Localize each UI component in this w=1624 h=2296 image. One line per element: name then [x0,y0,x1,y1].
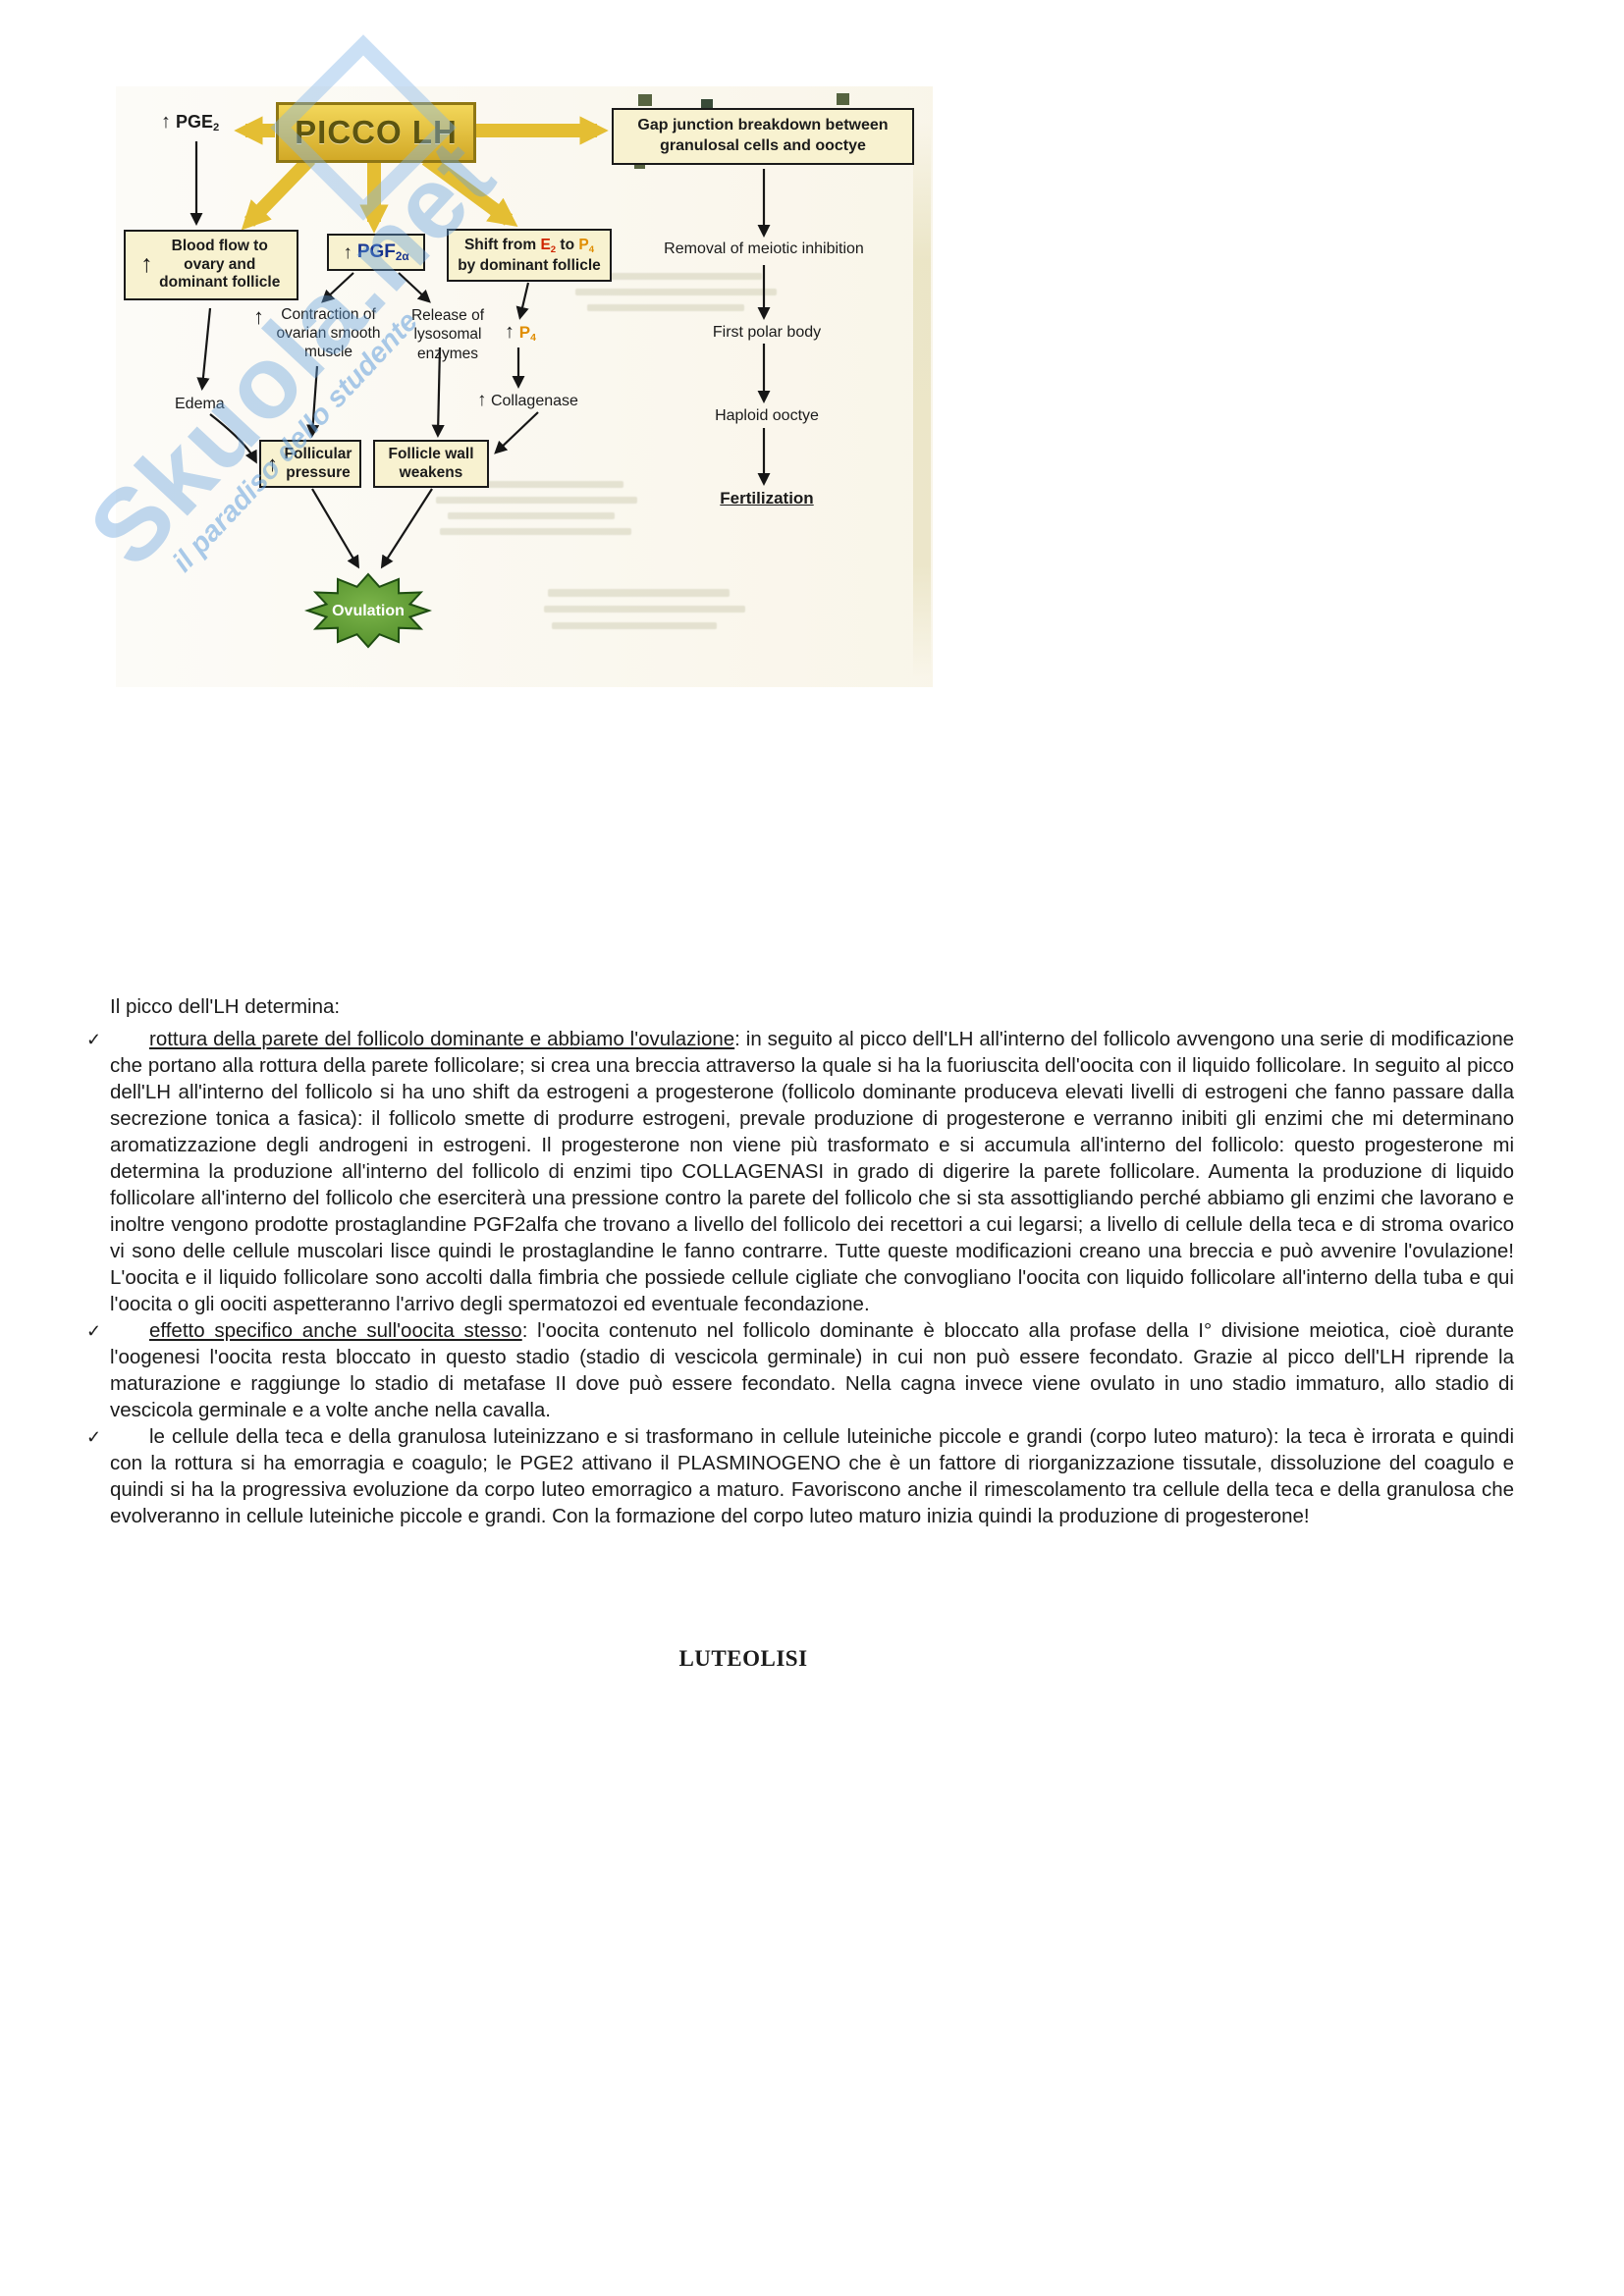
blood-flow-label: Blood flow to ovary and dominant follicl… [159,238,281,292]
contraction-label: ↑ Contraction of ovarian smooth muscle [253,304,381,360]
notes-section: Il picco dell'LH determina: ✓ rottura de… [86,993,1514,1672]
up-arrow-icon: ↑ [253,304,264,329]
up-arrow-icon: ↑ [161,111,171,133]
bullet-body: le cellule della teca e della granulosa … [110,1425,1514,1527]
flowchart-arrows [189,116,771,569]
up-arrow-icon: ↑ [140,250,153,279]
ghost-text-line [448,512,615,519]
ghost-text-line [585,273,762,280]
intro-line: Il picco dell'LH determina: [110,995,341,1018]
p4-node-label: P4 [518,323,536,344]
release-label: Release of lysosomal enzymes [410,307,485,362]
follicular-pressure-box: ↑ Follicular pressure [259,440,361,489]
haploid-oocyte-label: Haploid ooctye [715,407,819,424]
scan-artifact [701,99,713,110]
picco-lh-box: PICCO LH [276,102,476,163]
section-title-luteolisi: LUTEOLISI [678,1646,808,1671]
scan-edge-band [913,122,931,677]
bullet-body: : in seguito al picco dell'LH all'intern… [110,1028,1514,1315]
p4-node: ↑ P4 [505,322,536,344]
ovulation-label: Ovulation [332,603,405,619]
pgf2a-box: ↑ PGF2α [327,234,425,271]
ghost-text-line [575,289,777,295]
pge2-label: ↑ PGE2 [161,111,220,133]
follicle-wall-box: Follicle wall weakens [373,440,489,489]
check-bullet-icon: ✓ [86,1321,102,1341]
up-arrow-icon: ↑ [267,451,278,476]
ghost-text-line [442,481,623,488]
ghost-text-line [544,606,745,613]
bullet-list: ✓ rottura della parete del follicolo dom… [86,1026,1514,1529]
shift-box: Shift from E2 to P4 by dominant follicle [447,229,612,283]
ghost-text-line [587,304,744,311]
bullet-lead: effetto specifico anche sull'oocita stes… [149,1319,522,1342]
ghost-text-line [552,622,717,629]
gap-junction-label: Gap junction breakdown between granulosa… [637,117,889,154]
up-arrow-icon: ↑ [343,241,352,263]
up-arrow-icon: ↑ [477,390,487,410]
pgf2a-label: PGF2α [356,241,409,263]
edema-label: Edema [175,396,225,412]
up-arrow-icon: ↑ [505,321,514,343]
ovulation-star: Ovulation [303,571,433,655]
bullet-item: ✓ rottura della parete del follicolo dom… [86,1026,1514,1317]
ghost-text-line [440,528,631,535]
follicle-wall-label: Follicle wall weakens [388,446,474,481]
scan-artifact [638,94,652,106]
fertilization-label: Fertilization [720,489,814,507]
ghost-text-line [548,589,730,597]
removal-label: Removal of meiotic inhibition [664,240,864,257]
bullet-item: ✓ effetto specifico anche sull'oocita st… [86,1317,1514,1423]
check-bullet-icon: ✓ [86,1427,102,1447]
lh-surge-diagram: ↑ PGE2 PICCO LH Gap junction breakdown b… [68,34,933,687]
picco-lh-label: PICCO LH [295,114,458,150]
check-bullet-icon: ✓ [86,1030,102,1049]
bullet-lead: rottura della parete del follicolo domin… [149,1028,735,1050]
e2-label: E2 [540,237,557,255]
follicular-pressure-label: Follicular pressure [284,446,352,481]
collagenase-label: ↑ Collagenase [477,390,578,410]
scan-artifact [837,93,849,105]
starburst-shape: Ovulation [303,572,433,649]
ghost-text-line [436,497,637,504]
p4-label: P4 [578,237,595,255]
blood-flow-box: ↑ Blood flow to ovary and dominant folli… [124,230,298,300]
first-polar-body-label: First polar body [712,324,822,341]
bullet-body: : l'oocita contenuto nel follicolo domin… [110,1319,1514,1421]
gap-junction-box: Gap junction breakdown between granulosa… [612,108,914,165]
bullet-item: ✓ le cellule della teca e della granulos… [86,1423,1514,1529]
